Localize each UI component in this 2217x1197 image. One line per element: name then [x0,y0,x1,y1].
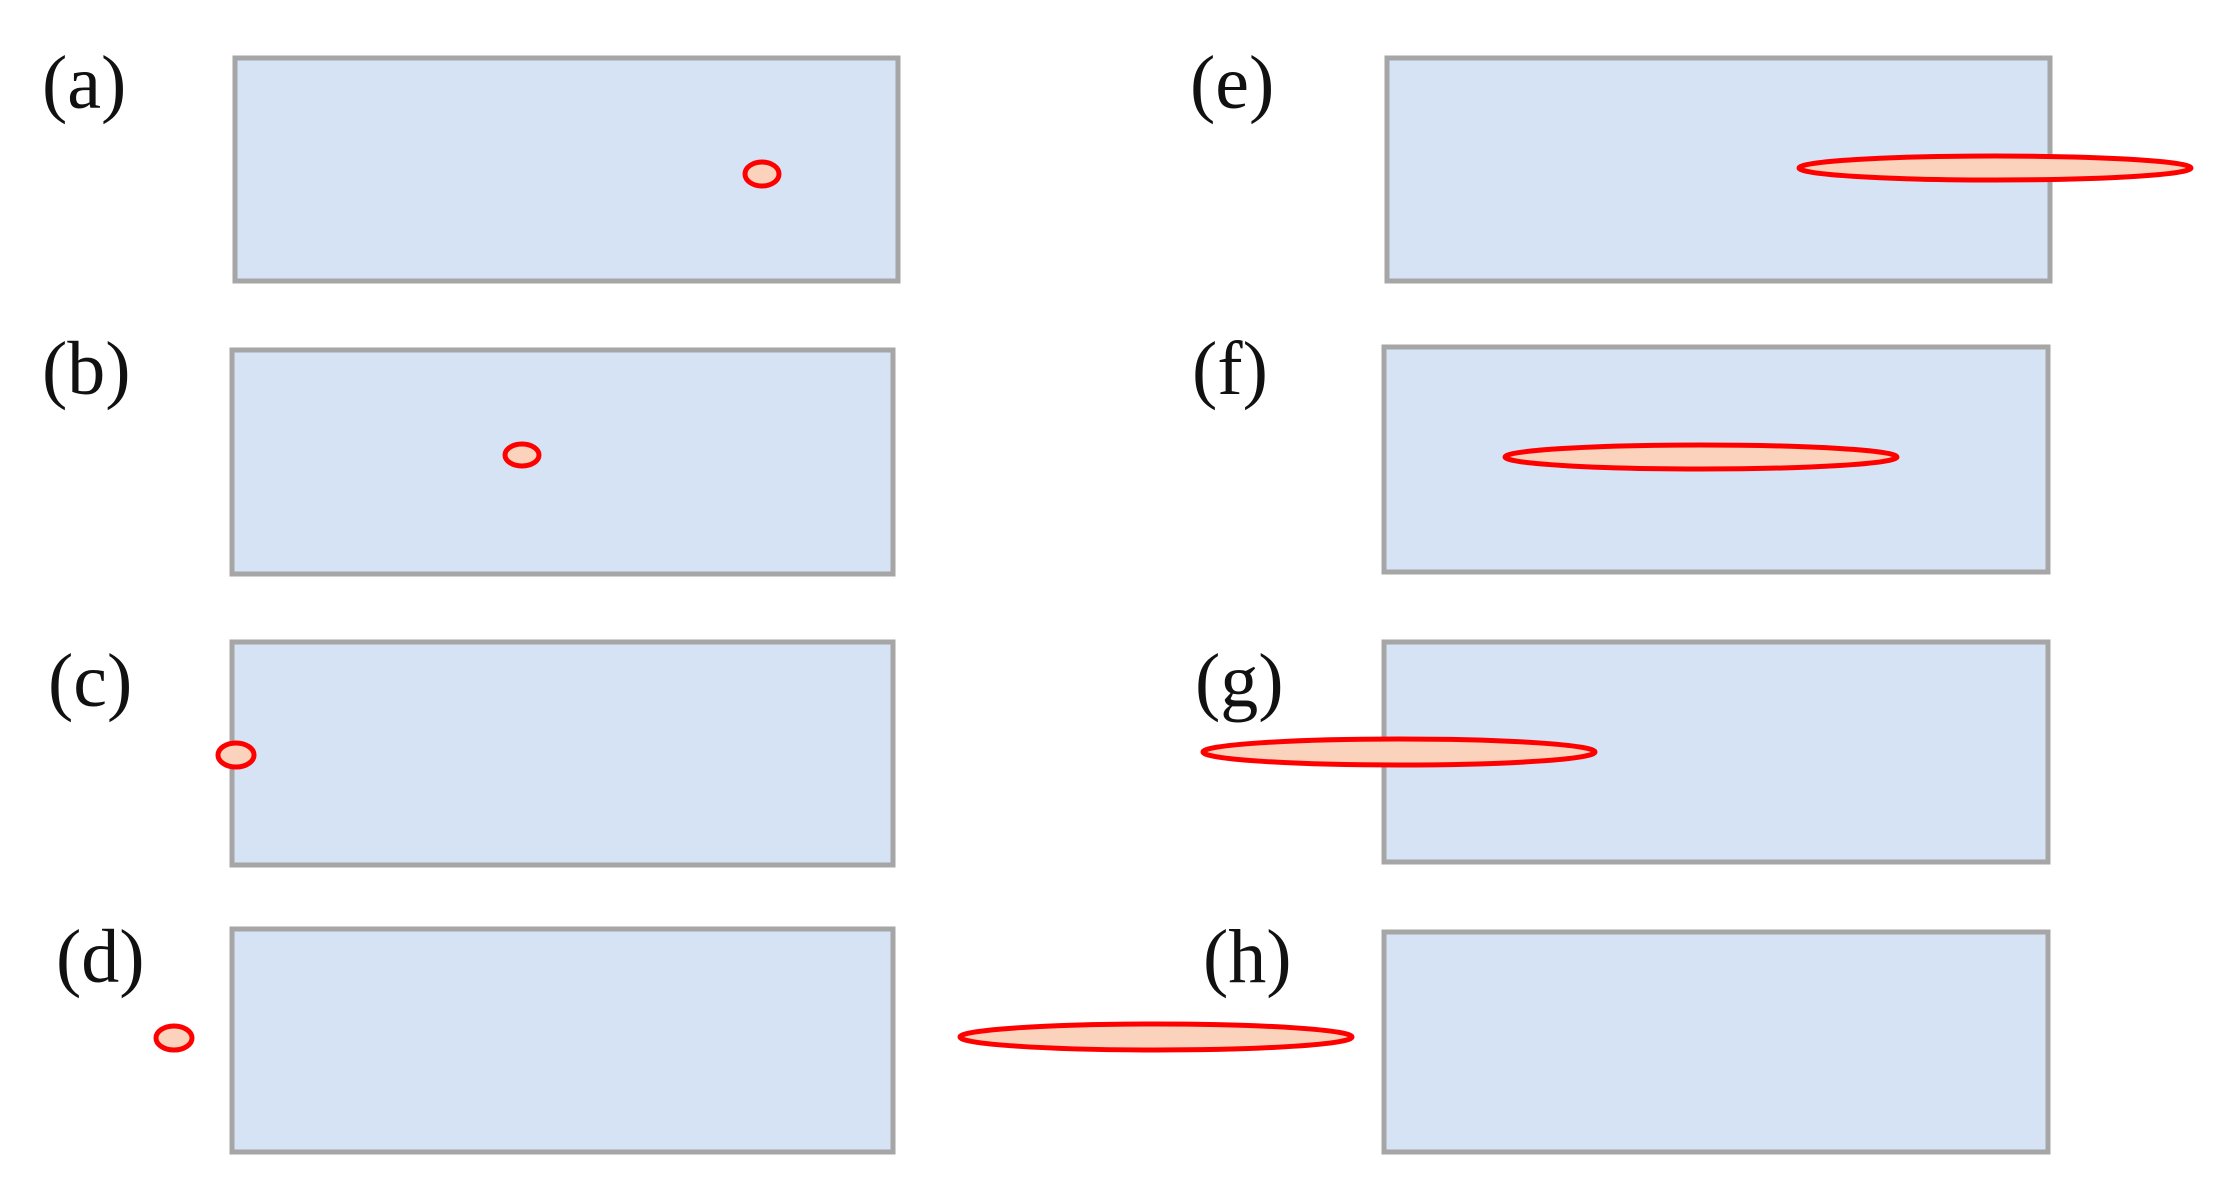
panel-f: (f) [1192,327,2051,575]
panel-box-a [232,55,901,284]
panel-c: (c) [48,639,896,868]
panel-box-d [229,926,896,1155]
panel-h: (h) [1203,915,2051,1155]
panel-label-e: (e) [1190,41,1274,125]
panel-label-g: (g) [1195,639,1284,723]
panel-label-b: (b) [42,327,131,411]
panel-box-c [229,639,896,868]
elongated-marker-f [1502,442,1900,472]
elongated-marker-d [957,1021,1355,1053]
panel-label-a: (a) [42,41,126,125]
panel-g: (g) [1195,639,2051,865]
panel-d: (d) [56,915,1355,1155]
circular-marker-a [742,159,782,189]
panel-label-d: (d) [56,915,145,999]
circular-marker-c [215,740,257,770]
panel-label-h: (h) [1203,915,1292,999]
panel-e: (e) [1190,41,2194,284]
panel-box-h [1381,929,2051,1155]
panel-label-f: (f) [1192,327,1268,411]
elongated-marker-g [1200,736,1598,768]
panel-b: (b) [42,327,896,577]
elongated-marker-e [1796,153,2194,183]
circular-marker-d [153,1023,195,1053]
panel-a: (a) [42,41,901,284]
circular-marker-b [502,441,542,469]
panel-box-b [229,347,896,577]
panel-label-c: (c) [48,639,132,723]
